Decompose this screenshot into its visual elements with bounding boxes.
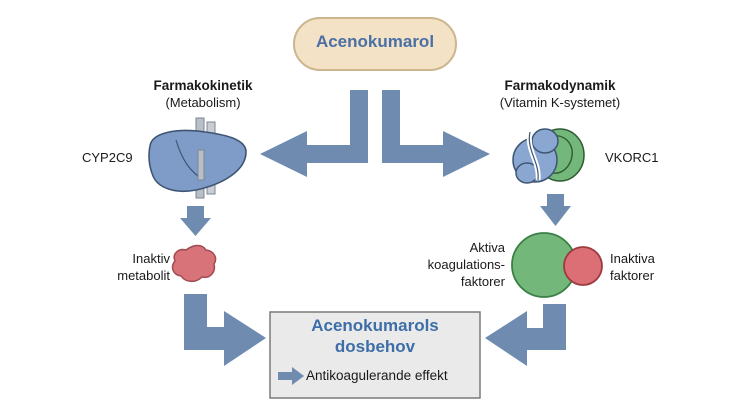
vkorc1-protein-icon (512, 128, 585, 184)
outcome-title-line2: dosbehov (334, 337, 416, 356)
outcome-title-line1: Acenokumarols (311, 316, 439, 335)
arrow-right-icon (278, 367, 304, 385)
pharmacodynamics-subtitle: (Vitamin K-systemet) (499, 95, 621, 110)
arrow-metabolite-to-outcome (184, 294, 266, 366)
liver-icon (148, 117, 247, 199)
pharmacokinetics-title: Farmakokinetik (153, 78, 253, 93)
drug-title: Acenokumarol (315, 32, 435, 51)
effect-label: Antikoagulerande effekt (306, 368, 448, 383)
outcome-box (269, 311, 481, 399)
drug-pill (293, 17, 457, 71)
pharmacokinetics-subtitle: (Metabolism) (165, 95, 241, 110)
coagulation-factors-icon (511, 232, 603, 298)
vkorc1-label: VKORC1 (605, 150, 659, 165)
inactive-factors-label-line2: faktorer (610, 268, 655, 283)
inactive-factors-label-line1: Inaktiva (610, 251, 655, 266)
metabolite-icon (171, 244, 217, 283)
arrow-to-factors (540, 194, 571, 226)
pharmacodynamics-title: Farmakodynamik (504, 78, 616, 93)
cyp2c9-label: CYP2C9 (82, 150, 133, 165)
arrow-to-metabolite (180, 206, 211, 236)
arrow-to-pharmacodynamics (382, 90, 490, 177)
active-factors-label-line2: koagulations- (427, 257, 505, 272)
active-factors-label-line3: faktorer (460, 274, 505, 289)
inactive-metabolite-label-line2: metabolit (117, 268, 170, 283)
arrow-to-pharmacokinetics (260, 90, 368, 177)
active-factors-label-line1: Aktiva (469, 240, 505, 255)
arrow-factors-to-outcome (485, 304, 566, 366)
inactive-metabolite-label-line1: Inaktiv (132, 251, 170, 266)
